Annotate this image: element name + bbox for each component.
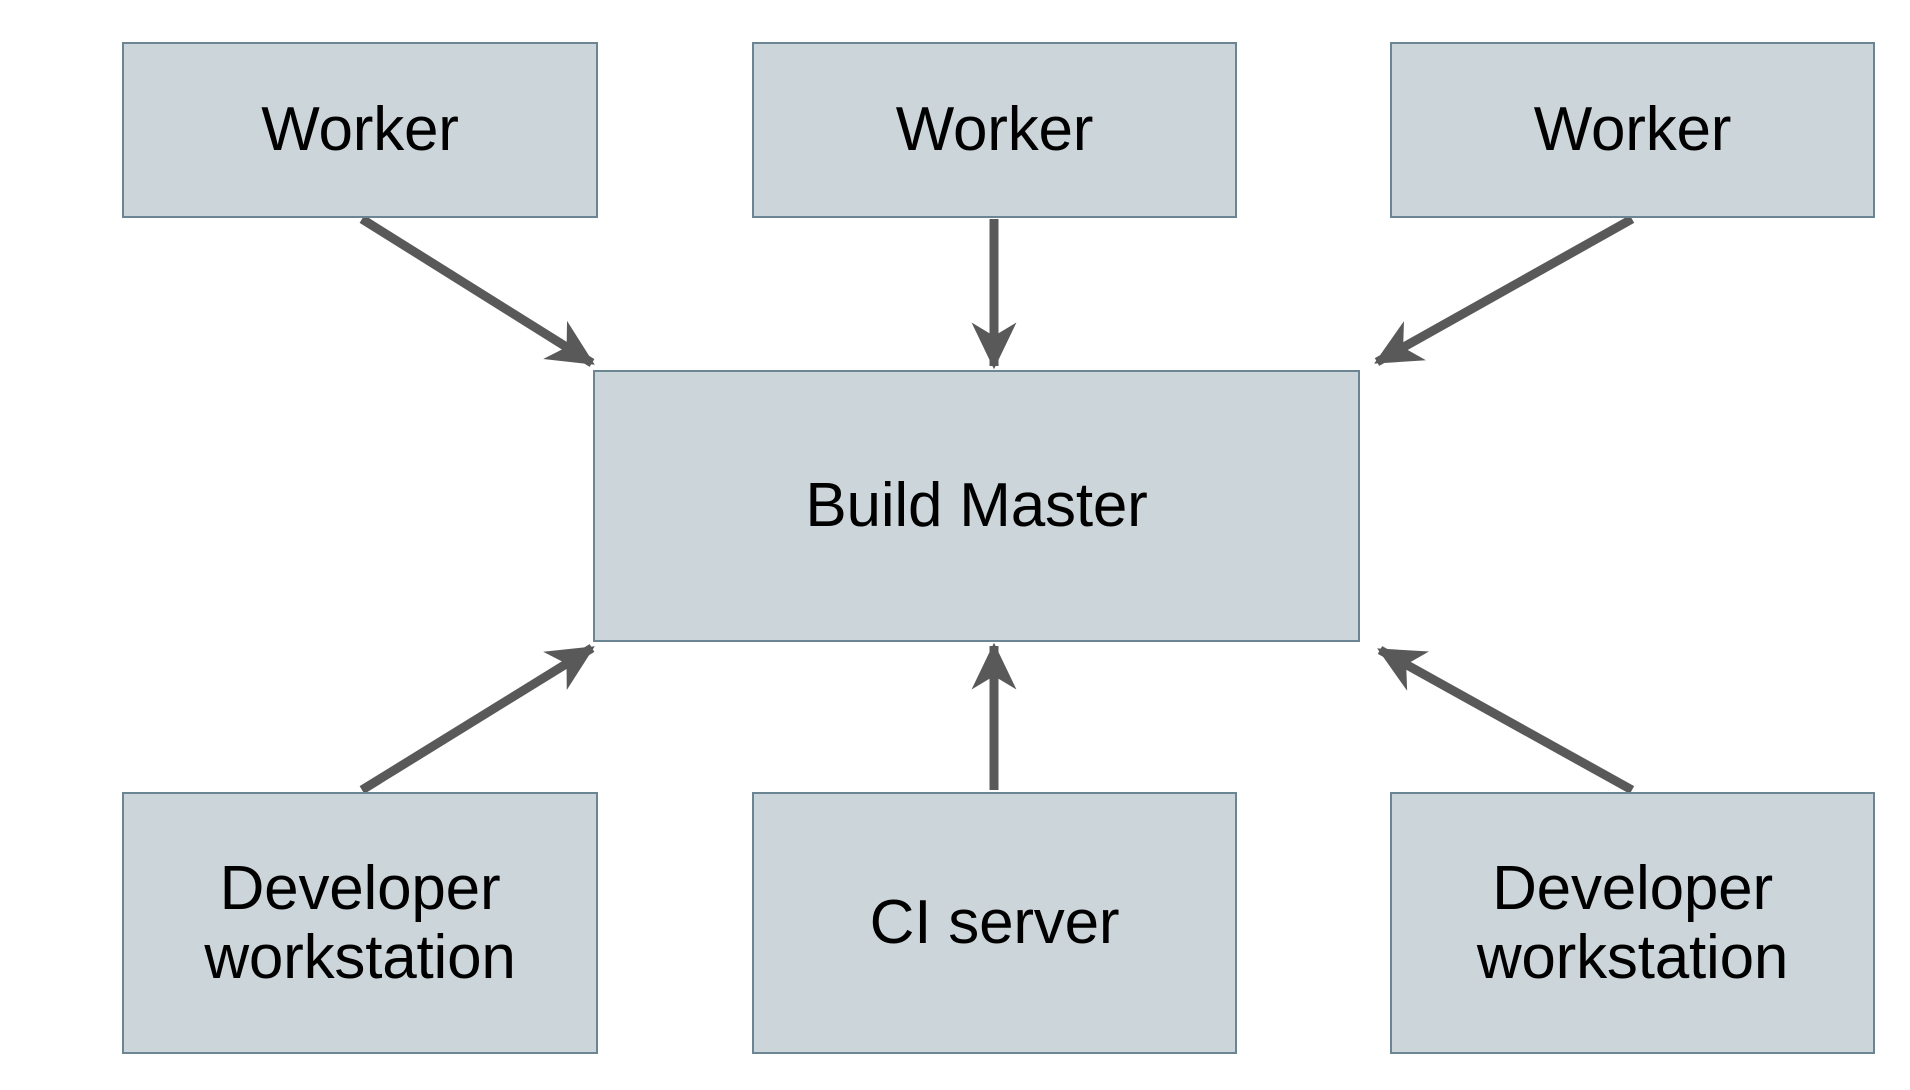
node-worker-3-label: Worker (1533, 95, 1732, 165)
node-worker-2-label: Worker (895, 95, 1094, 165)
edge-worker-1-to-build-master (359, 215, 595, 367)
node-developer-workstation-left[interactable]: Developer workstation (122, 792, 598, 1054)
edge-worker-3-to-build-master (1374, 215, 1635, 366)
node-worker-3[interactable]: Worker (1390, 42, 1875, 218)
node-ci-server[interactable]: CI server (752, 792, 1237, 1054)
node-developer-workstation-right-label: Developer workstation (1476, 853, 1789, 992)
node-developer-workstation-right[interactable]: Developer workstation (1390, 792, 1875, 1054)
node-build-master[interactable]: Build Master (593, 370, 1360, 642)
node-worker-1-label: Worker (261, 95, 459, 165)
node-developer-workstation-left-label: Developer workstation (204, 853, 516, 992)
node-ci-server-label: CI server (869, 888, 1120, 958)
edge-dev-ws-left-to-build-master (359, 644, 595, 794)
node-build-master-label: Build Master (805, 471, 1148, 541)
node-worker-2[interactable]: Worker (752, 42, 1237, 218)
node-worker-1[interactable]: Worker (122, 42, 598, 218)
edge-dev-ws-right-to-build-master (1377, 646, 1635, 794)
